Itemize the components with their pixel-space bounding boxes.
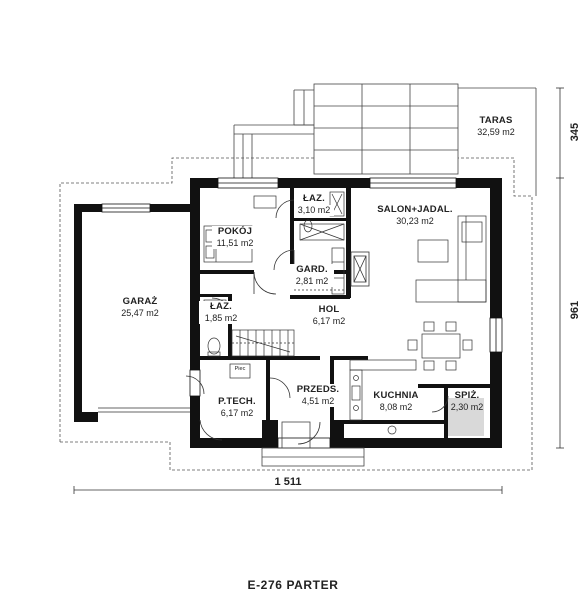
room-area: 2,81 m2 <box>290 275 334 288</box>
entrance-steps <box>261 421 365 467</box>
room-label-pokoj: POKÓJ 11,51 m2 <box>212 226 258 250</box>
room-label-gard: GARD. 2,81 m2 <box>290 264 334 288</box>
boiler <box>229 363 251 379</box>
room-area: 8,08 m2 <box>379 401 413 412</box>
roof-outline <box>59 157 533 471</box>
terrace <box>233 83 537 196</box>
kitchen-counters <box>349 359 417 435</box>
room-area: 32,59 m2 <box>477 126 515 137</box>
room-name: GARD. <box>290 264 334 276</box>
room-area: 6,17 m2 <box>304 315 354 328</box>
exterior-walls <box>74 178 502 448</box>
room-name: ŁAZ. <box>303 193 325 204</box>
dining-table <box>407 321 473 371</box>
room-area: 11,51 m2 <box>212 237 258 250</box>
room-name: P.TECH. <box>212 396 262 408</box>
room-label-taras: TARAS 32,59 m2 <box>466 115 526 138</box>
plan-caption: E-276 PARTER <box>247 578 339 592</box>
room-label-salon: SALON+JADAL. 30,23 m2 <box>370 204 460 227</box>
room-area: 3,10 m2 <box>294 204 334 217</box>
room-area: 1,85 m2 <box>199 312 243 325</box>
living-furniture <box>415 215 487 303</box>
room-name: ŁAZ. <box>199 301 243 313</box>
boiler-label: Piec <box>229 366 251 373</box>
staircase <box>231 329 295 357</box>
room-label-garaz: GARAŻ 25,47 m2 <box>100 296 180 319</box>
room-label-przeds: PRZEDS. 4,51 m2 <box>294 384 342 408</box>
room-label-kuchnia: KUCHNIA 8,08 m2 <box>372 390 420 413</box>
room-name: PRZEDS. <box>294 384 342 396</box>
room-name: GARAŻ <box>122 296 158 307</box>
room-label-spiz: SPIŻ. 2,30 m2 <box>448 390 486 413</box>
dimension-house-width: 1 511 <box>274 476 302 488</box>
room-area: 30,23 m2 <box>396 215 434 226</box>
dimension-house-depth: 961 <box>569 300 581 320</box>
room-area: 4,51 m2 <box>294 395 342 408</box>
dimension-terrace-depth: 345 <box>569 122 581 142</box>
room-name: SPIŻ. <box>454 390 480 401</box>
room-area: 25,47 m2 <box>121 307 159 318</box>
boiler-text: Piec <box>234 366 246 372</box>
room-label-hol: HOL 6,17 m2 <box>304 304 354 328</box>
pantry-floor <box>448 398 484 436</box>
room-area: 2,30 m2 <box>450 401 484 412</box>
room-label-laz-small: ŁAZ. 1,85 m2 <box>199 301 243 325</box>
fireplace <box>350 251 370 287</box>
room-name: HOL <box>304 304 354 316</box>
room-name: KUCHNIA <box>373 390 419 401</box>
room-name: POKÓJ <box>212 226 258 238</box>
room-name: SALON+JADAL. <box>377 204 453 215</box>
room-name: TARAS <box>479 115 513 126</box>
room-label-ptech: P.TECH. 6,17 m2 <box>212 396 262 420</box>
garage-door <box>98 407 190 413</box>
dimension-lines <box>73 87 564 494</box>
room-label-laz-top: ŁAZ. 3,10 m2 <box>294 193 334 217</box>
room-area: 6,17 m2 <box>212 407 262 420</box>
